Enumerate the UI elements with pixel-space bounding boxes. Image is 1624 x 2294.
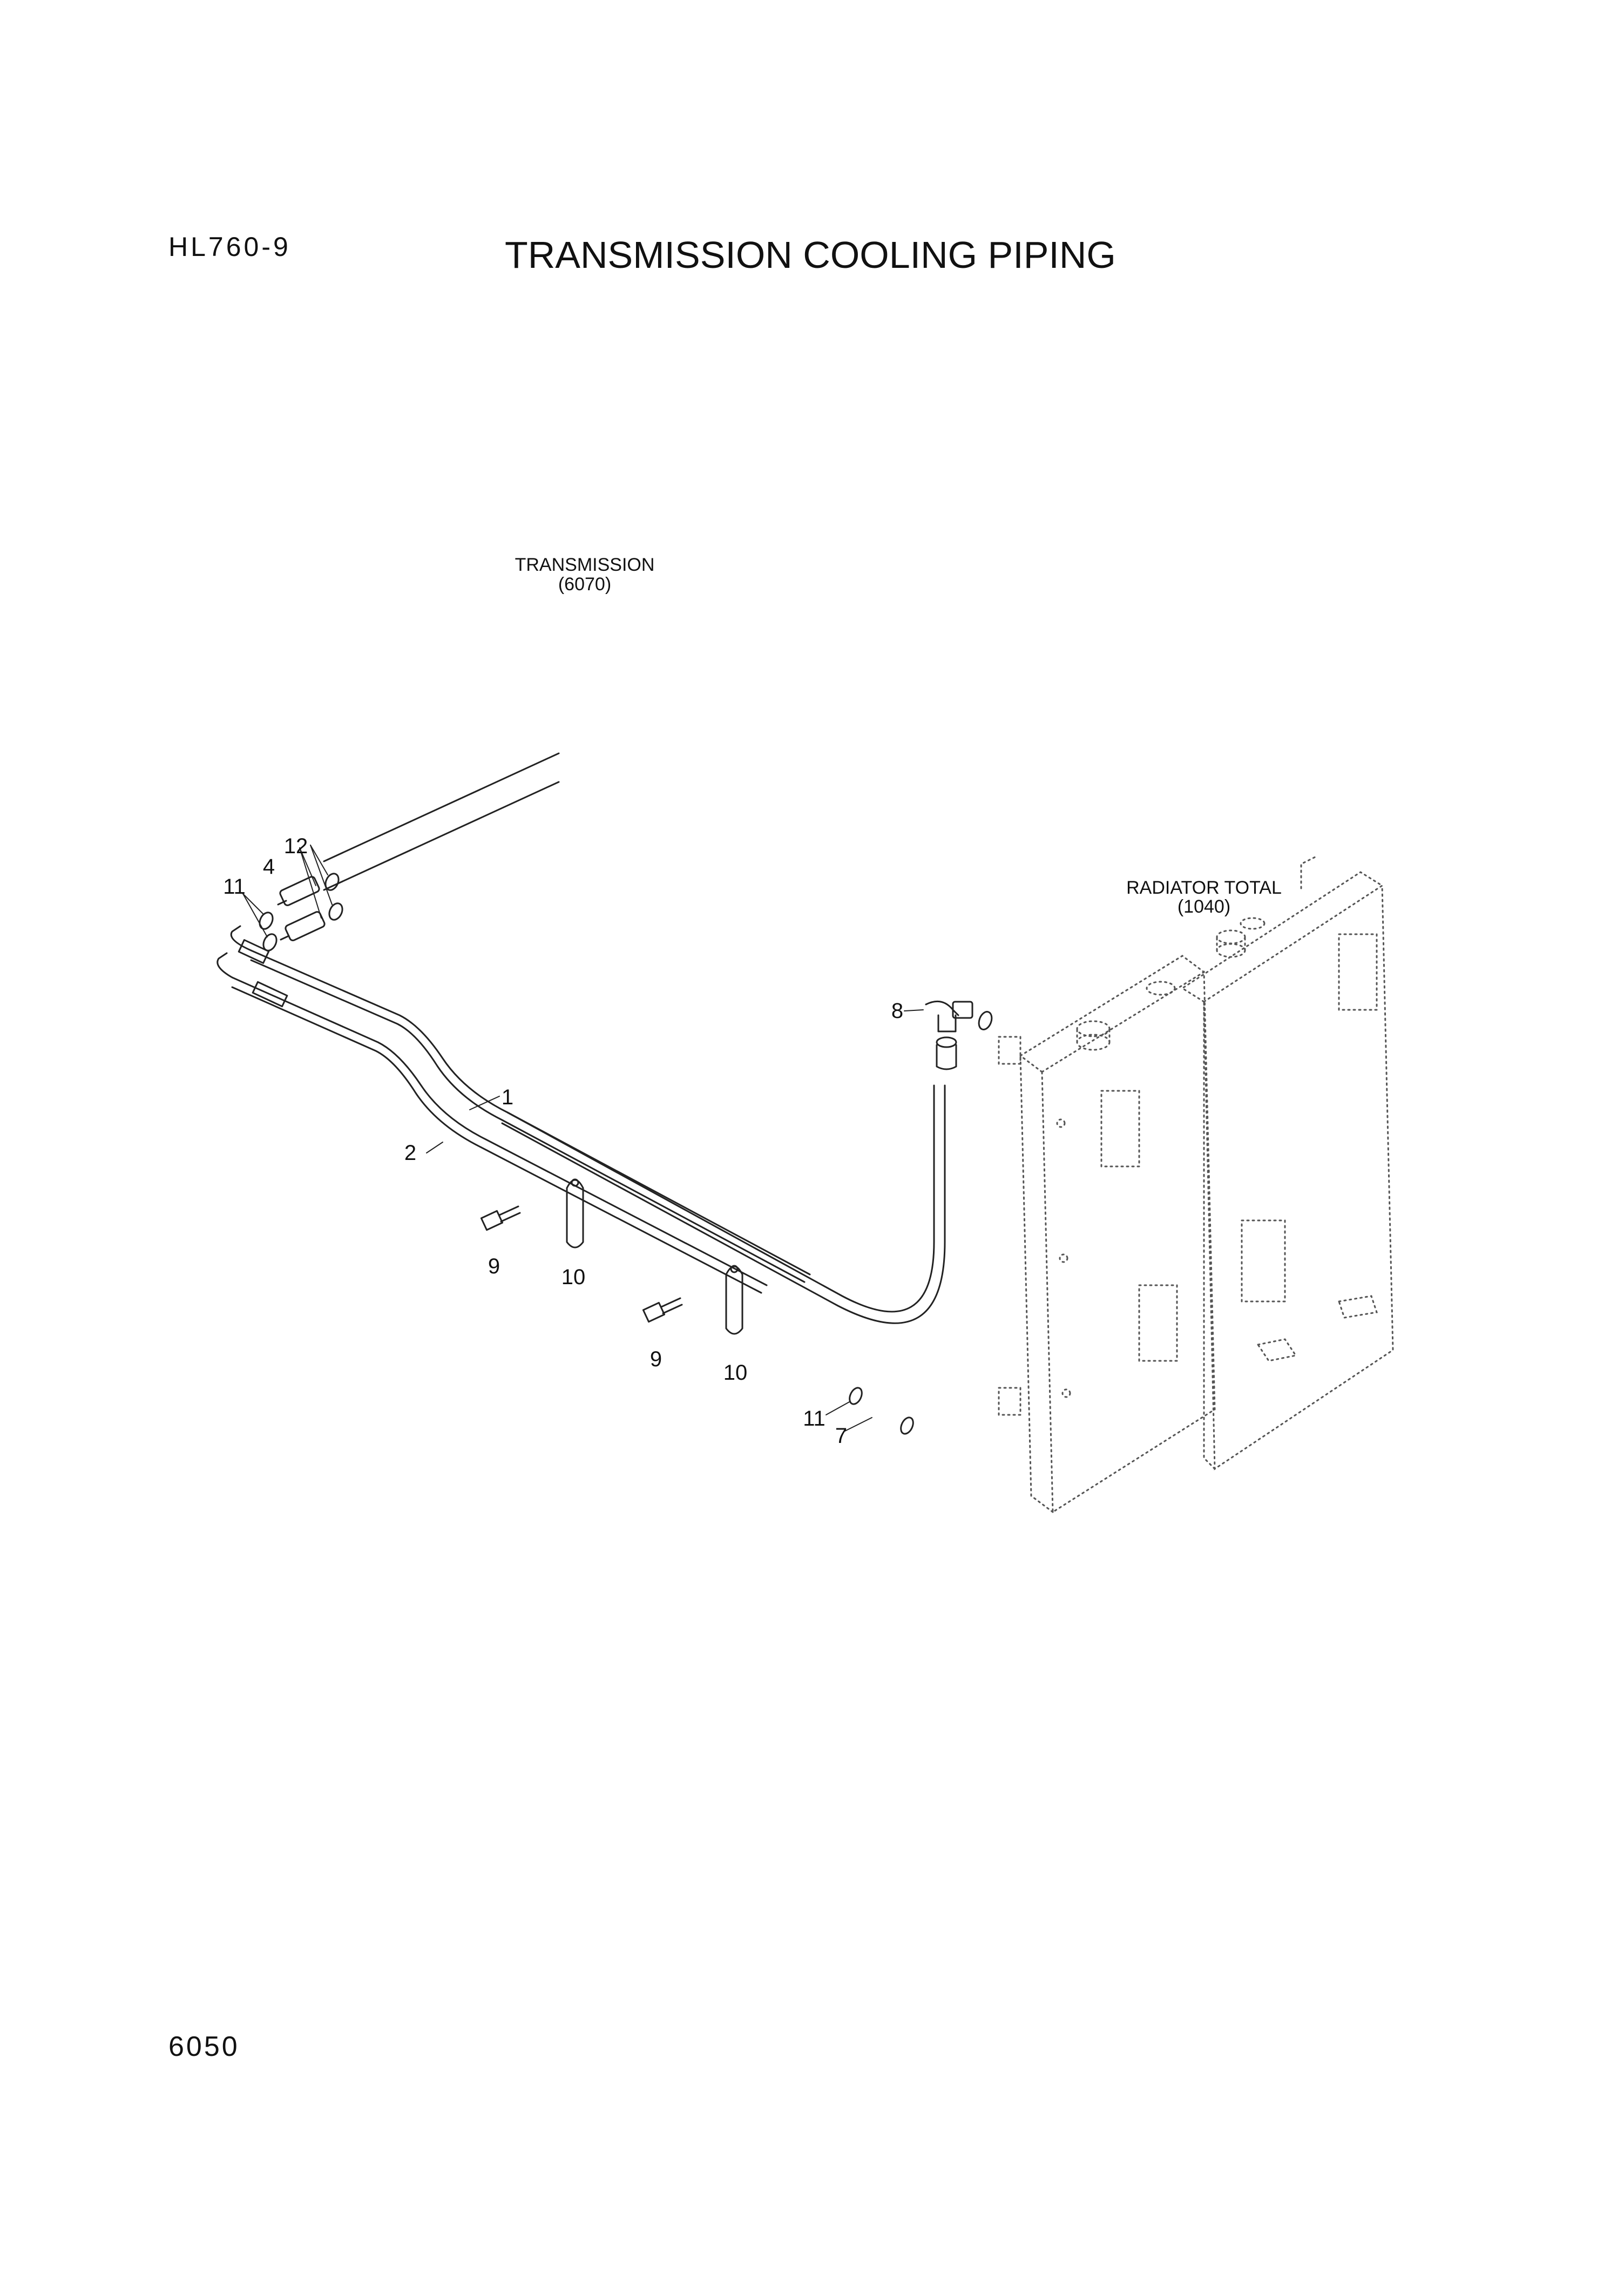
o-rings-upper	[259, 873, 343, 952]
pipe-end-bends	[216, 925, 288, 1008]
callout-9-right: 9	[650, 1347, 662, 1371]
cooling-pipe-radiator-run	[501, 1084, 946, 1324]
callout-4: 4	[263, 855, 275, 879]
cooling-pipe-1	[250, 949, 811, 1283]
callout-11-upper: 11	[223, 875, 246, 899]
transmission-label: TRANSMISSION	[515, 555, 655, 575]
leader-lines	[242, 845, 924, 1432]
callout-11-lower: 11	[803, 1407, 825, 1431]
elbow-fitting-8	[925, 1000, 993, 1070]
callout-7: 7	[835, 1424, 847, 1448]
radiator-ref: (1040)	[1178, 896, 1230, 917]
cooling-pipe-2	[231, 976, 768, 1294]
page-title: TRANSMISSION COOLING PIPING	[505, 234, 1116, 276]
page-number: 6050	[168, 2031, 240, 2062]
clamp-10-b	[725, 1265, 743, 1335]
callout-10-right: 10	[723, 1361, 748, 1385]
callout-10-left: 10	[561, 1265, 586, 1289]
callout-1: 1	[502, 1085, 513, 1109]
clamp-10-a	[566, 1178, 584, 1249]
transmission-ref: (6070)	[558, 574, 611, 595]
connector-fitting-4	[277, 876, 326, 941]
transmission-pipe-stubs	[323, 752, 560, 891]
callout-2: 2	[404, 1141, 416, 1165]
radiator-assembly	[998, 855, 1394, 1514]
radiator-label: RADIATOR TOTAL	[1126, 878, 1282, 898]
bolt-9-a	[480, 1205, 521, 1231]
callout-12: 12	[284, 834, 308, 858]
o-rings-lower	[849, 1387, 914, 1435]
callout-9-left: 9	[488, 1254, 500, 1278]
bolt-9-b	[642, 1297, 683, 1323]
callout-8: 8	[891, 999, 903, 1023]
model-number: HL760-9	[168, 232, 291, 262]
